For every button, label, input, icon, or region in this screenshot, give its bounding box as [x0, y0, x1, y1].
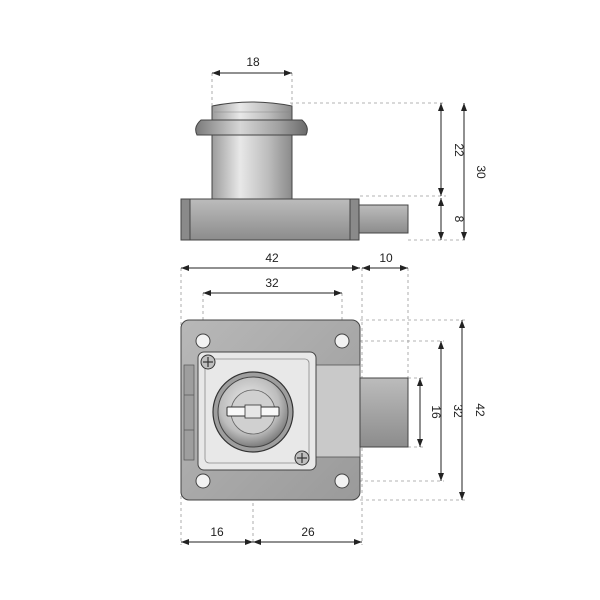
dim-bolt-extension: 10 [362, 251, 408, 271]
screw-icon [200, 354, 216, 370]
flange [195, 119, 308, 136]
bolt-front [359, 377, 409, 448]
front-view [180, 319, 409, 501]
dim-top-width: 18 [211, 55, 293, 108]
dim-label-height-top: 22 [452, 143, 466, 157]
dim-body-width: 42 [181, 251, 360, 271]
dim-label-right-offset: 26 [301, 525, 315, 539]
dim-bolt-height: 16 [417, 378, 443, 447]
dim-body-height: 42 [459, 320, 487, 500]
side-view [180, 101, 468, 241]
dim-label-height-total: 30 [474, 165, 488, 179]
dim-label-body-width: 42 [265, 251, 279, 265]
cylinder-body [211, 134, 293, 200]
dim-label-hole-spacing-v: 32 [451, 404, 465, 418]
mount-hole-top-right [334, 333, 350, 349]
base-plate [180, 198, 360, 241]
dim-right-offset: 26 [253, 525, 362, 545]
top-cap [211, 101, 293, 121]
dim-label-bolt-extension: 10 [379, 251, 393, 265]
dim-height-top: 22 [438, 103, 466, 196]
dim-label-body-height: 42 [473, 403, 487, 417]
dim-label-hole-spacing-h: 32 [265, 276, 279, 290]
dim-label-bolt-height: 16 [429, 405, 443, 419]
bolt [358, 204, 409, 234]
screw-icon [294, 450, 310, 466]
dim-hole-spacing-h: 32 [203, 276, 342, 296]
dim-label-left-offset: 16 [210, 525, 224, 539]
mount-hole-top-left [195, 333, 211, 349]
mount-hole-bottom-right [334, 473, 350, 489]
dim-left-offset: 16 [181, 525, 253, 545]
dim-label-top-width: 18 [246, 55, 260, 69]
dim-height-total: 30 [461, 103, 488, 240]
mount-hole-bottom-left [195, 473, 211, 489]
dim-base-height: 8 [438, 198, 466, 240]
dim-label-base-height: 8 [452, 216, 466, 223]
